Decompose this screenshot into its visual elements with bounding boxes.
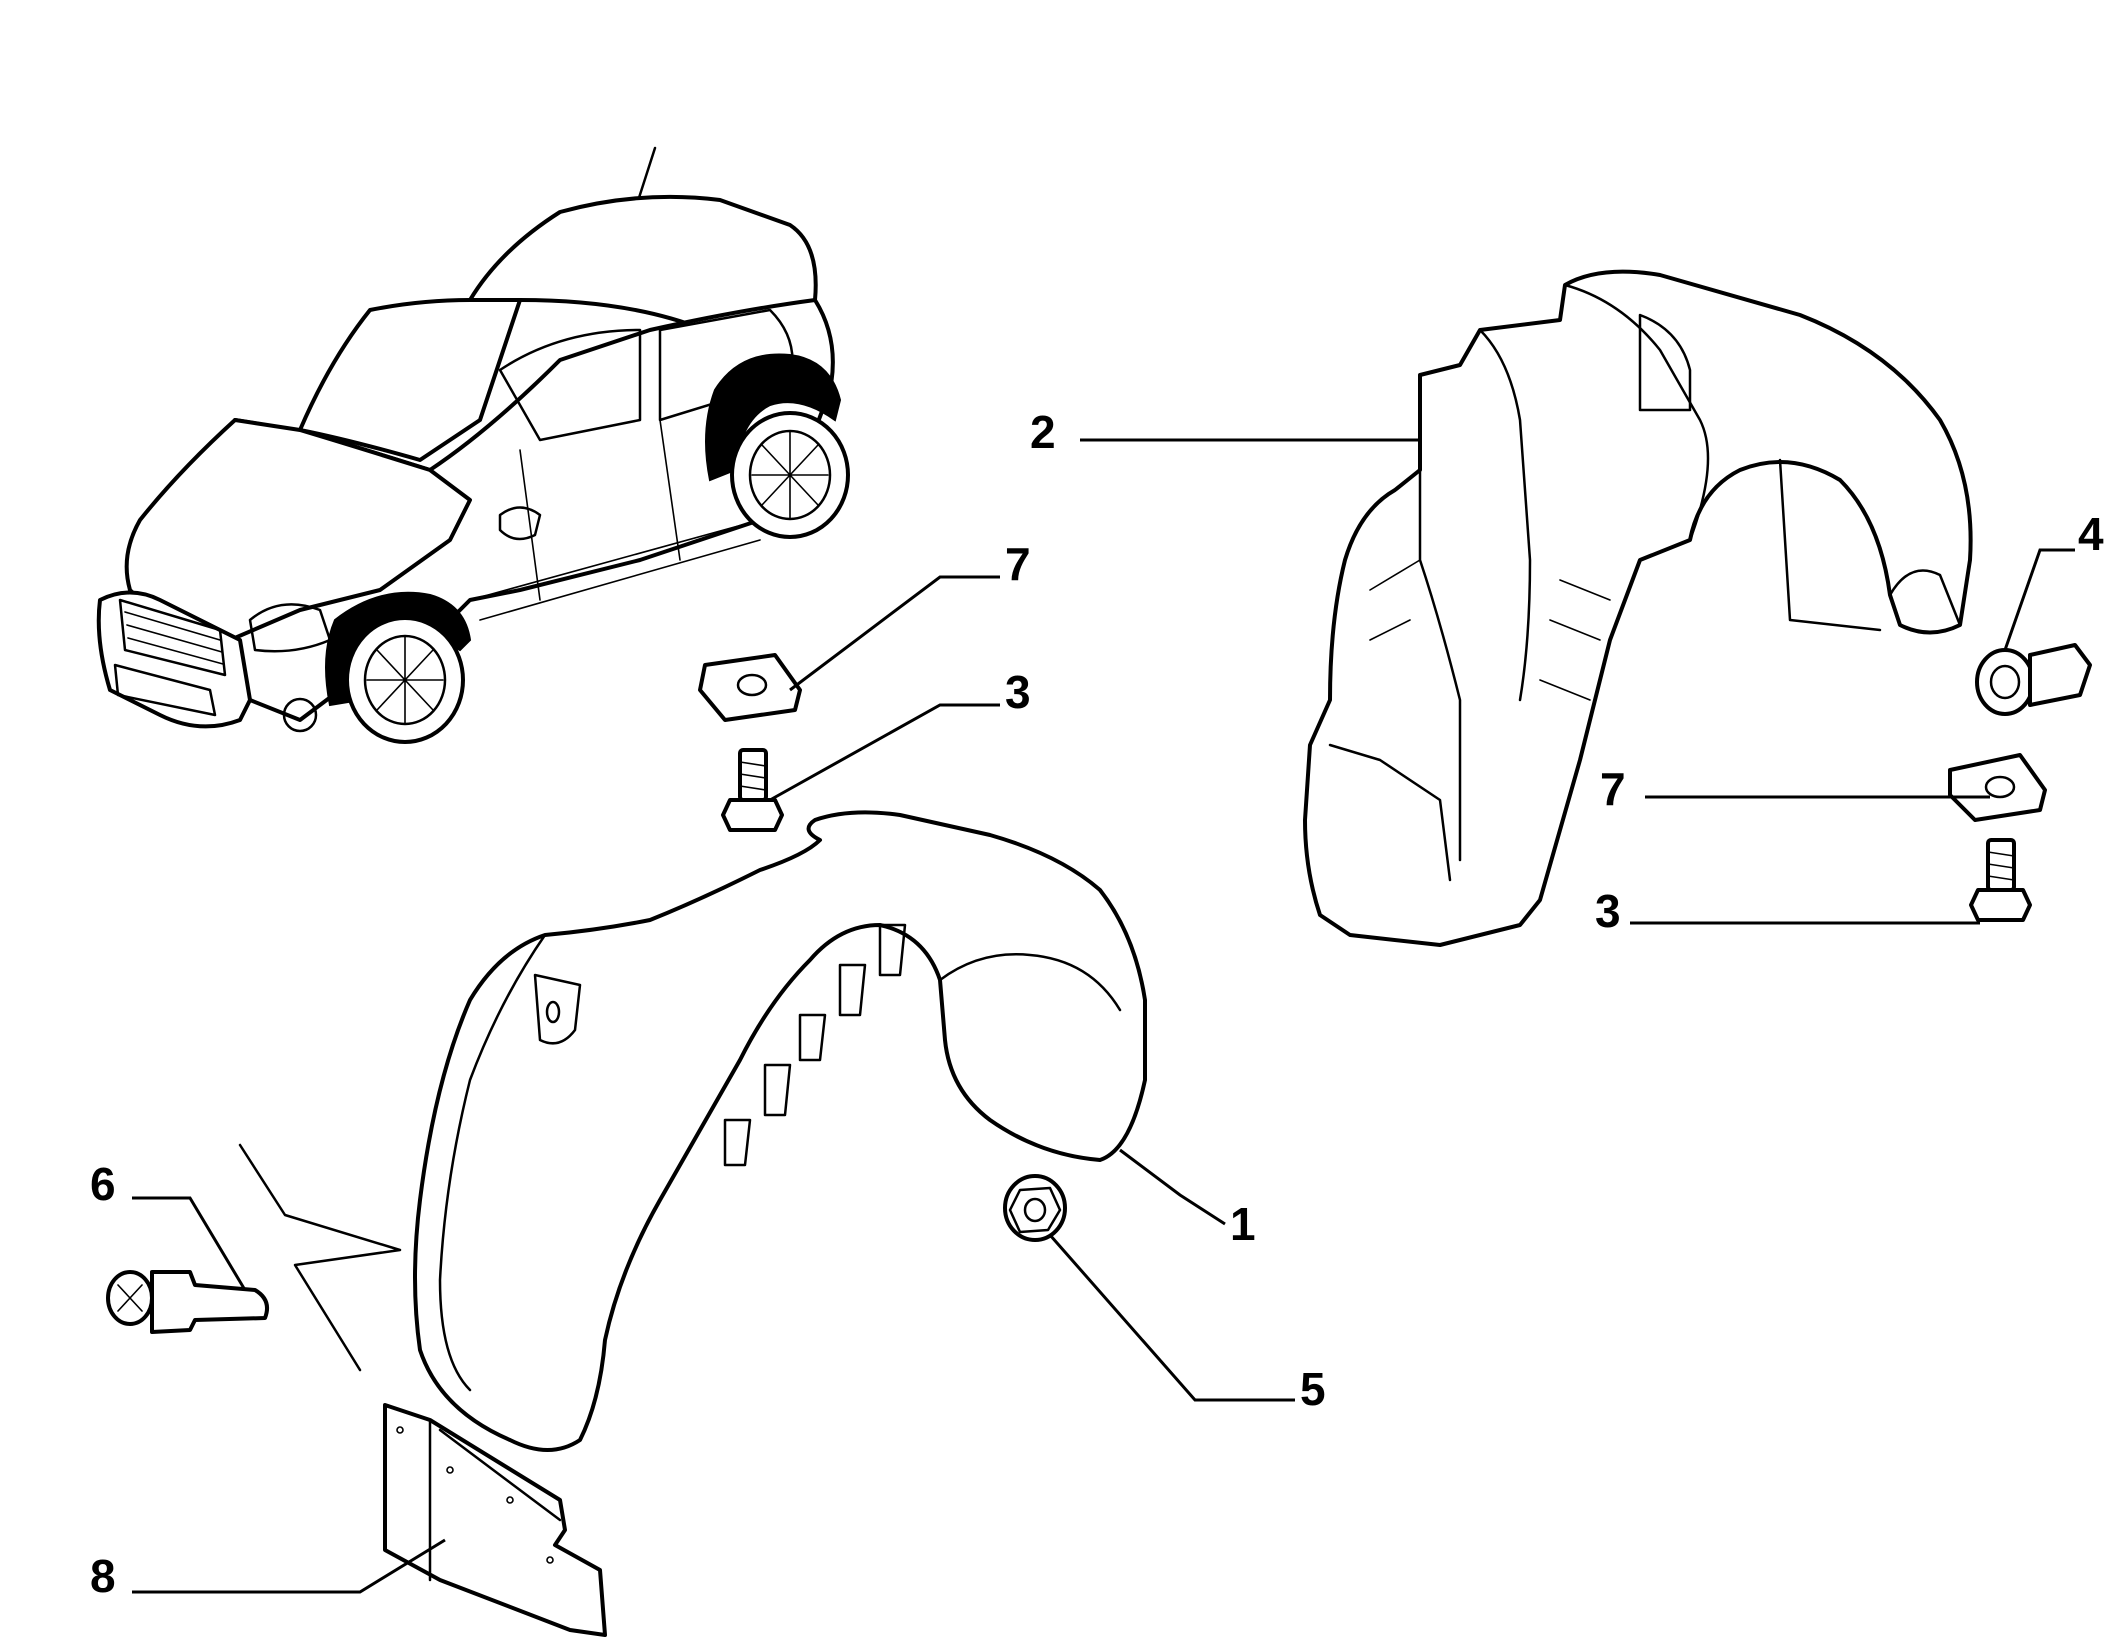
callout-3a: 3	[1005, 666, 1031, 718]
callout-6: 6	[90, 1158, 116, 1210]
callout-7b: 7	[1600, 763, 1626, 815]
callout-5: 5	[1300, 1363, 1326, 1415]
callout-3b: 3	[1595, 885, 1621, 937]
leader-7a	[789, 575, 1000, 692]
callout-labels: 1 2 3 3 4 5 6 7 7 8	[90, 406, 2104, 1602]
bolt-b	[1969, 838, 2032, 922]
rear-wheelhouse-liner	[1303, 269, 1973, 947]
leader-5	[1048, 1234, 1295, 1402]
flange-nut	[1003, 1174, 1067, 1242]
callout-7a: 7	[1005, 538, 1031, 590]
leader-lines	[132, 438, 2075, 1594]
push-in-retainer	[1975, 643, 2092, 716]
leader-1	[1119, 1148, 1226, 1226]
front-wheelhouse-liner	[413, 810, 1147, 1452]
rivet-pin	[106, 1270, 269, 1334]
leader-6	[132, 1196, 247, 1291]
callout-1: 1	[1230, 1198, 1256, 1250]
callout-8: 8	[90, 1550, 116, 1602]
speed-nut-b	[1948, 753, 2047, 822]
speed-nut-a	[698, 653, 802, 722]
assembly-arrow	[238, 1143, 402, 1372]
leader-3a	[769, 703, 1000, 802]
leader-4	[2003, 548, 2075, 651]
car-overview-illustration	[96, 146, 850, 744]
callout-4: 4	[2078, 508, 2104, 560]
callout-2: 2	[1030, 406, 1056, 458]
bolt-a	[721, 748, 784, 832]
mud-flap	[383, 1403, 607, 1637]
leader-8	[132, 1538, 446, 1594]
